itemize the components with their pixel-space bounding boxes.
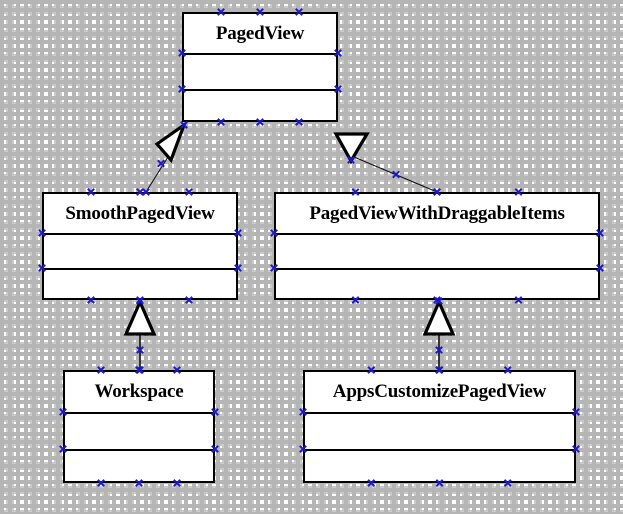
class-name-pagedview: PagedView (184, 14, 336, 55)
generalization-workspace-to-smoothpagedview[interactable] (123, 298, 157, 370)
class-name-workspace: Workspace (65, 372, 213, 414)
hollow-triangle-arrowhead (154, 120, 188, 164)
link-midpoint-handle[interactable] (157, 159, 165, 168)
operations-compartment (276, 270, 598, 298)
attributes-compartment (305, 414, 574, 451)
class-name-smoothpagedview: SmoothPagedView (44, 194, 236, 235)
link-midpoint-handle[interactable] (136, 346, 144, 354)
link-midpoint-handle[interactable] (435, 346, 443, 354)
uml-class-smoothpagedview[interactable]: SmoothPagedView (42, 192, 238, 300)
generalization-smoothpagedview-to-pagedview[interactable] (145, 120, 188, 193)
generalization-appscustomizepagedview-to-pagedviewwithdraggableitems[interactable] (422, 298, 456, 370)
attributes-compartment (44, 235, 236, 270)
class-name-pagedviewwithdraggableitems: PagedViewWithDraggableItems (276, 194, 598, 235)
operations-compartment (305, 451, 574, 481)
link-endpoint-handle[interactable] (180, 121, 188, 129)
link-endpoint-handle[interactable] (347, 156, 355, 164)
attributes-compartment (276, 235, 598, 270)
operations-compartment (44, 270, 236, 298)
class-name-appscustomizepagedview: AppsCustomizePagedView (305, 372, 574, 414)
operations-compartment (184, 91, 336, 120)
uml-class-appscustomizepagedview[interactable]: AppsCustomizePagedView (303, 370, 576, 483)
generalization-line (145, 140, 179, 193)
link-midpoint-handle[interactable] (392, 170, 400, 179)
hollow-triangle-arrowhead (333, 132, 370, 165)
attributes-compartment (184, 55, 336, 91)
operations-compartment (65, 451, 213, 481)
attributes-compartment (65, 414, 213, 451)
uml-class-pagedviewwithdraggableitems[interactable]: PagedViewWithDraggableItems (274, 192, 600, 300)
hollow-triangle-arrowhead (123, 298, 157, 336)
generalization-pagedviewwithdraggableitems-to-pagedview[interactable] (333, 132, 438, 193)
generalization-line (353, 156, 438, 193)
uml-class-pagedview[interactable]: PagedView (182, 12, 338, 122)
uml-class-workspace[interactable]: Workspace (63, 370, 215, 483)
hollow-triangle-arrowhead (422, 298, 456, 336)
